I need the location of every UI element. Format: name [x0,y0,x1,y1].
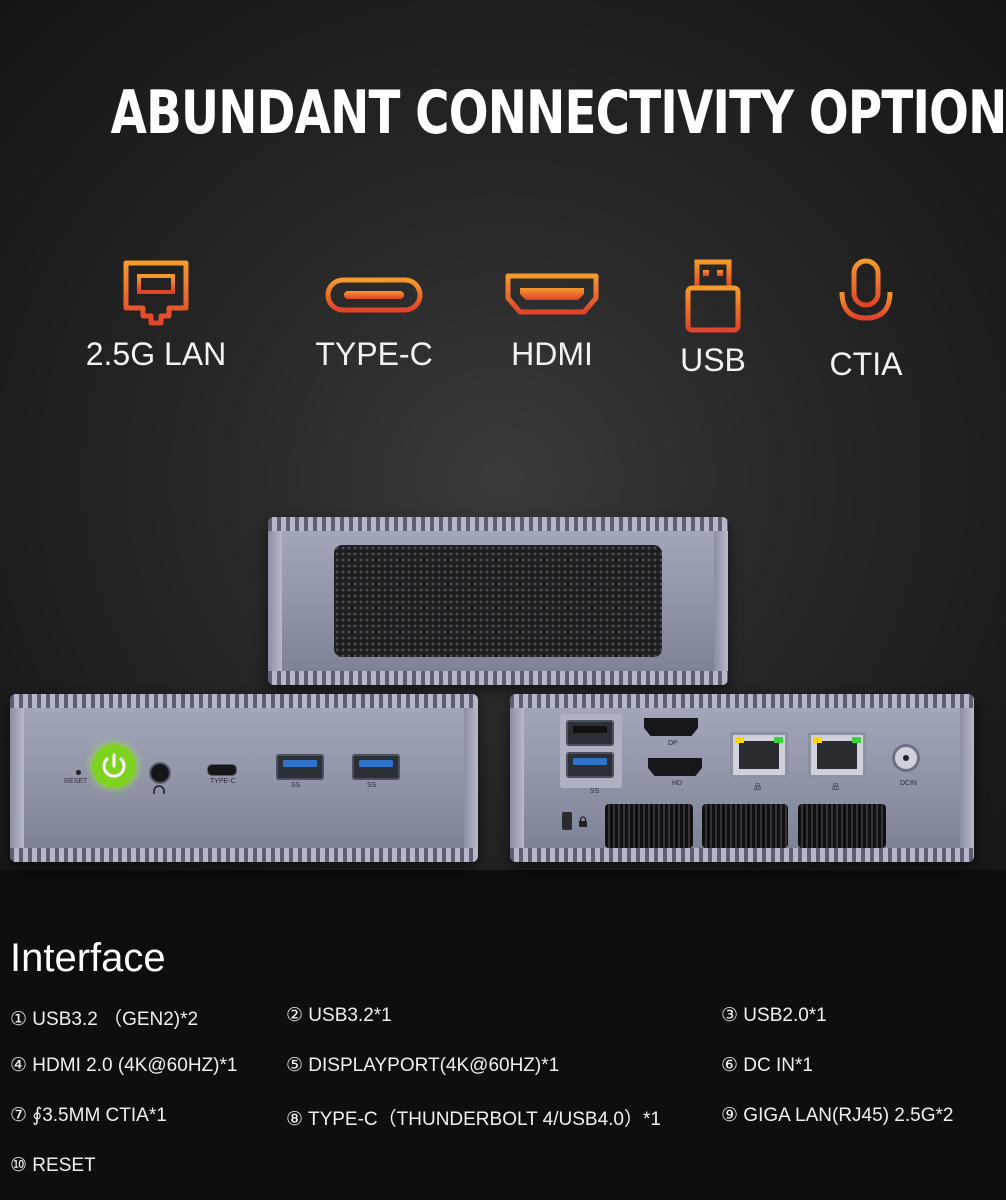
port-type-lan: 2.5G LAN [66,258,246,373]
dp-label: DP [668,740,678,747]
spec-item: ⑦ ∮3.5MM CTIA*1 [10,1105,167,1126]
ethernet-port-icon [123,260,189,326]
port-type-label: TYPE-C [315,336,433,372]
lock-icon [579,816,587,827]
mini-pc-rear-panel: SS DP HD 品 品 DCIN [510,694,974,862]
spec-item: ④ HDMI 2.0 (4K@60HZ)*1 [10,1055,238,1076]
port-type-hdmi: HDMI [462,258,642,373]
vent-slot [798,804,886,848]
audio-jack [149,762,171,784]
port-type-label: USB [680,342,746,378]
lan-label: 品 [754,784,761,791]
port-type-typec: TYPE-C [284,258,464,373]
hdmi-port [648,758,702,776]
lan-port [730,732,788,778]
kensington-slot [562,812,572,830]
typec-port [207,764,237,776]
reset-hole [76,770,81,775]
spec-item: ⑨ GIGA LAN(RJ45) 2.5G*2 [721,1105,954,1126]
usb3-port [566,752,614,778]
spec-item: ② USB3.2*1 [286,1005,392,1026]
spec-item: ⑥ DC IN*1 [721,1055,813,1076]
usb-plug-icon [685,259,741,333]
mini-pc-front-panel: RESET TYPE-C SS SS [10,694,478,862]
vent-slot [605,804,693,848]
usb-ss-label: SS [590,788,600,795]
hdmi-port-icon [505,273,599,315]
port-type-ctia: CTIA [776,258,956,383]
reset-label: RESET [64,778,88,785]
spec-item: ① USB3.2 （GEN2)*2 [10,1009,199,1030]
port-type-label: HDMI [511,336,593,372]
usb-ss-label: SS [291,782,301,789]
microphone-icon [839,258,893,337]
spec-item: ⑤ DISPLAYPORT(4K@60HZ)*1 [286,1055,560,1076]
vent-slot [702,804,788,848]
usb-c-port-icon [325,277,423,313]
headphone-icon [153,785,165,794]
interface-title: Interface [10,936,166,980]
spec-item: ③ USB2.0*1 [721,1005,827,1026]
lan-port [808,732,866,778]
power-button [92,744,136,788]
spec-item: ⑩ RESET [10,1155,96,1176]
dc-in-port [892,744,920,772]
usb3-port [276,754,324,780]
port-type-label: 2.5G LAN [85,336,227,372]
port-type-label: CTIA [829,346,903,382]
power-icon [102,753,126,778]
page-headline: ABUNDANT CONNECTIVITY OPTIONS [110,78,1006,148]
dc-in-label: DCIN [900,780,918,787]
mini-pc-top-view [268,517,728,685]
spec-item: ⑧ TYPE-C（THUNDERBOLT 4/USB4.0）*1 [286,1109,661,1130]
displayport-port [644,718,698,736]
hdmi-label: HD [672,780,683,787]
typec-port-label: TYPE-C [210,778,236,785]
usb-ss-label: SS [367,782,377,789]
usb3-port [352,754,400,780]
port-type-usb: USB [623,258,803,379]
lan-label: 品 [832,784,839,791]
usb2-port [566,720,614,746]
ventilation-grille [334,545,662,657]
